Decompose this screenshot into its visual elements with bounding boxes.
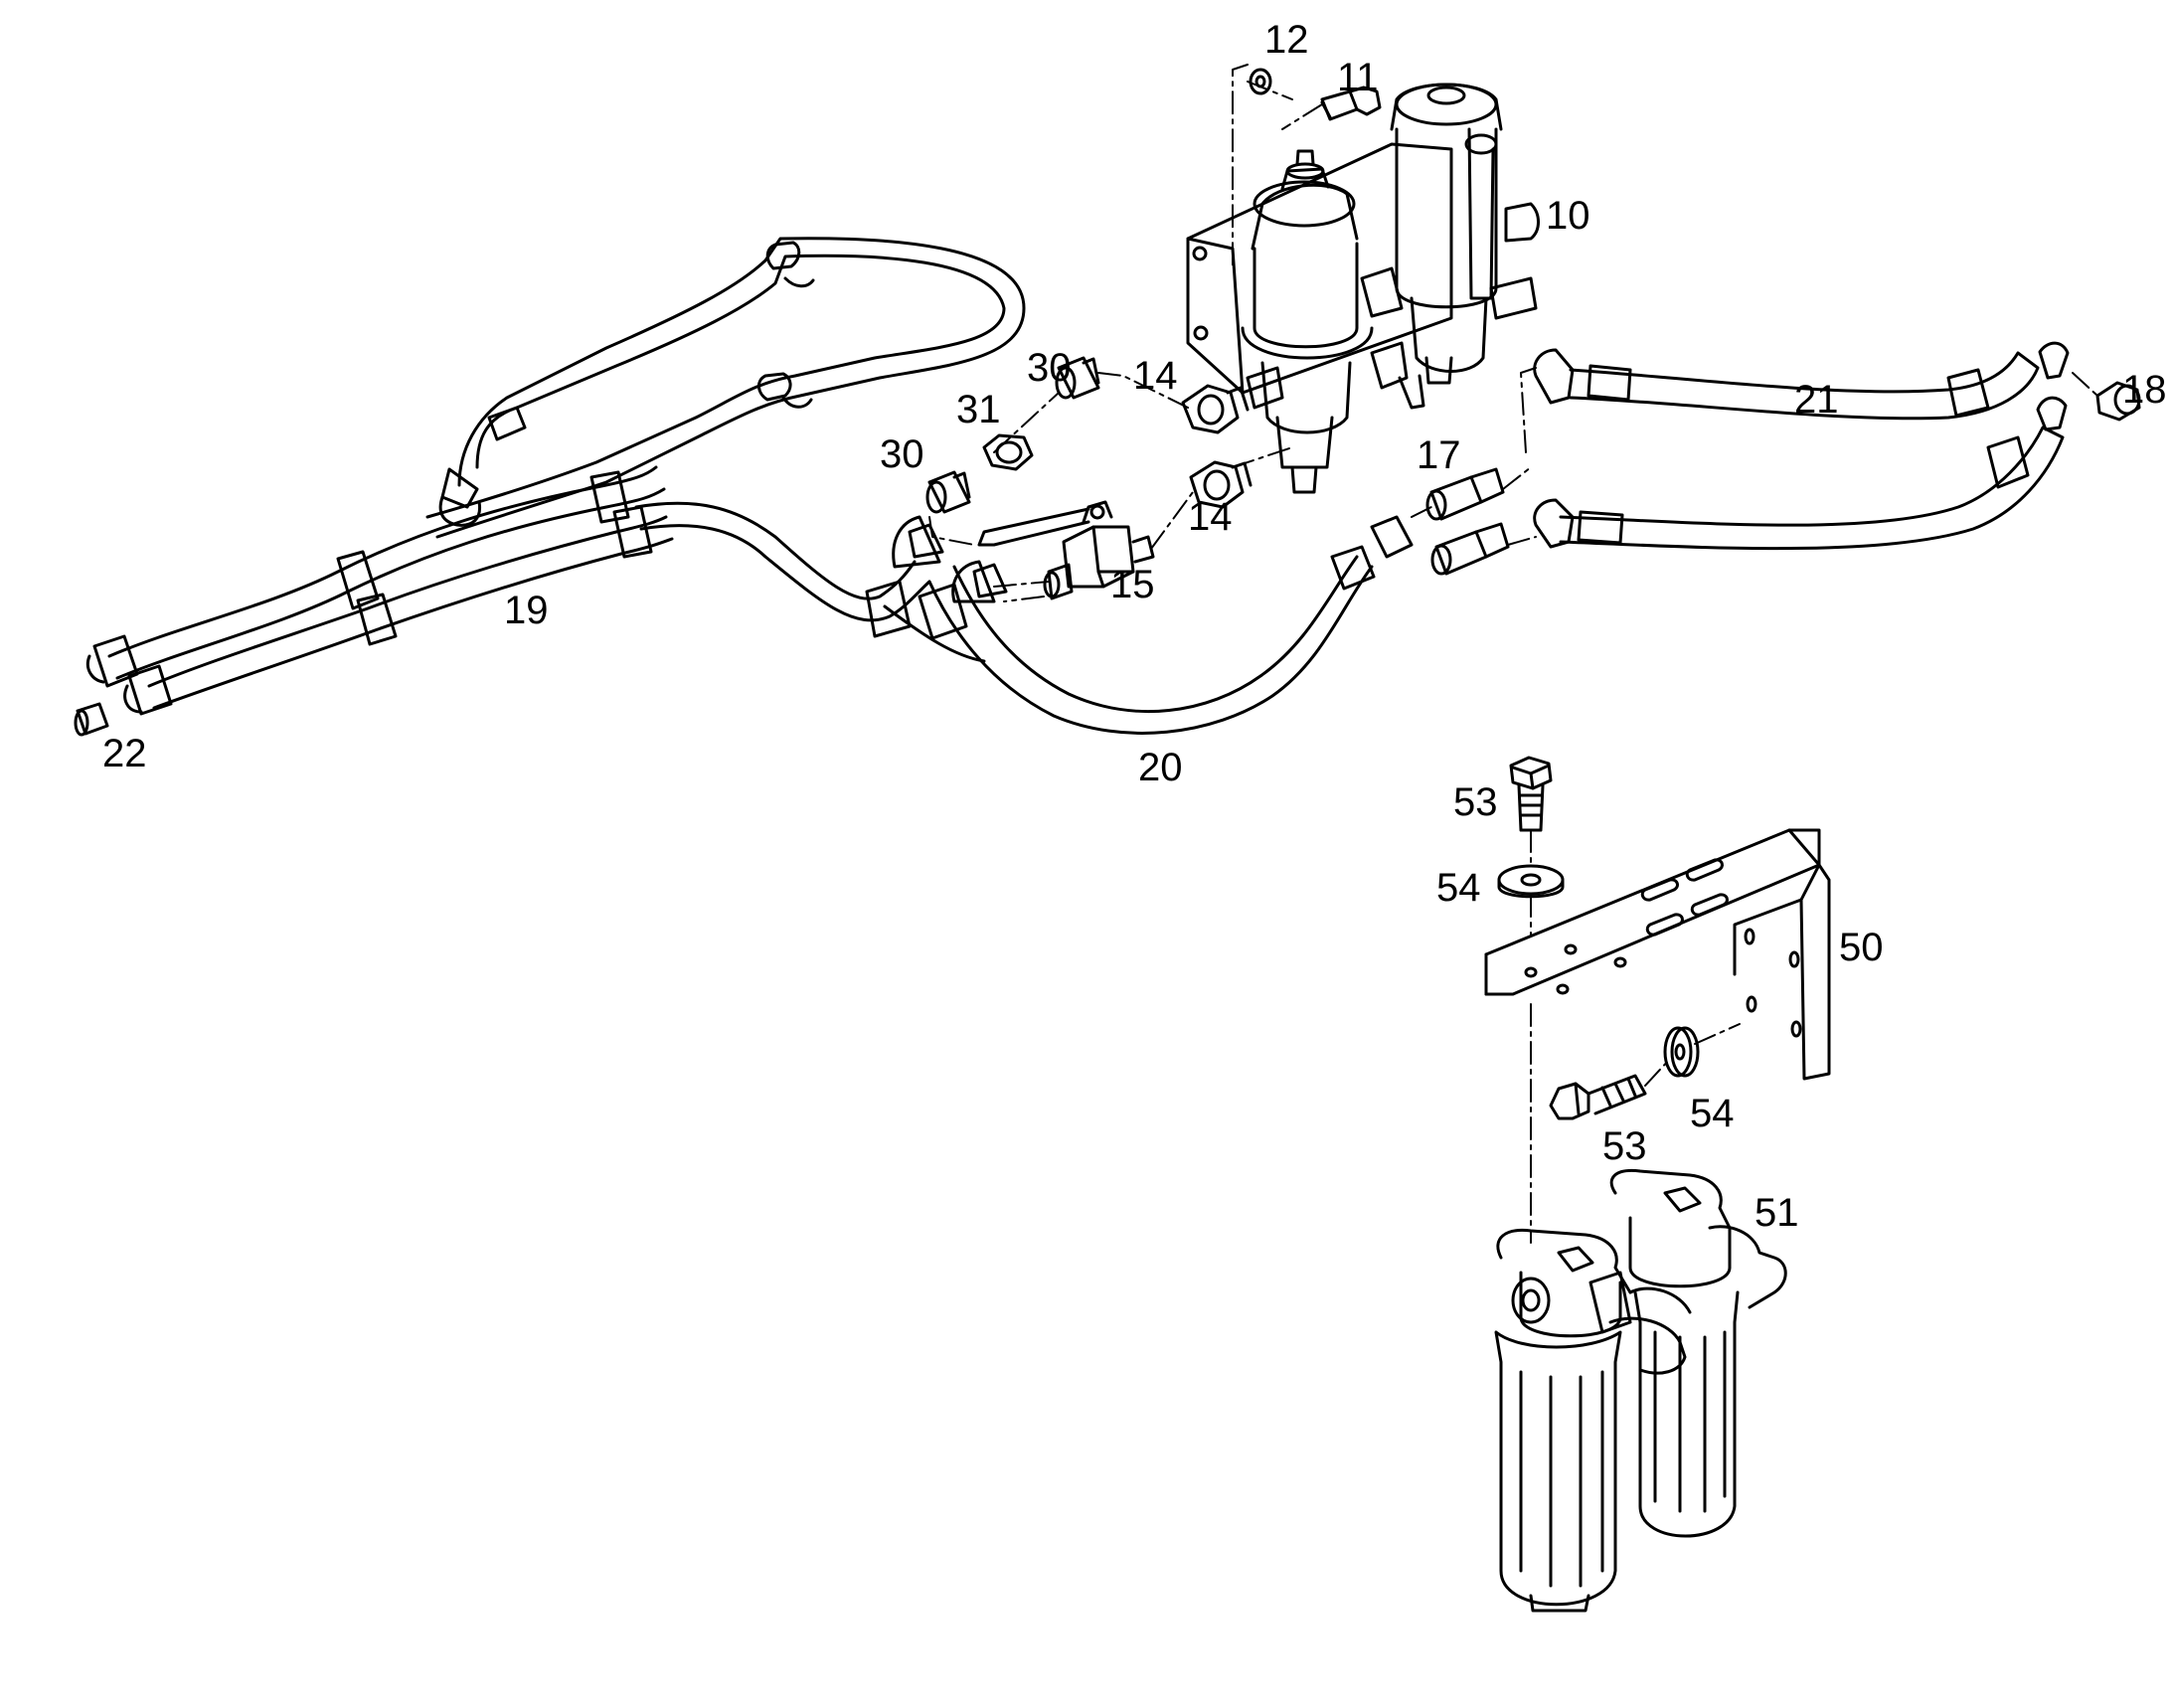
callout-11: 11 (1337, 56, 1379, 99)
hose-19 (74, 237, 1026, 737)
callout-18: 18 (2122, 368, 2167, 412)
callout-50: 50 (1839, 926, 1884, 969)
bolt-11 (1320, 85, 1382, 121)
fittings-17 (1425, 467, 1510, 576)
washer-54-lower (1663, 1026, 1700, 1078)
callout-53-upper: 53 (1453, 780, 1498, 824)
bolt-53-lower (1549, 1074, 1647, 1120)
bracket-50 (1484, 828, 1831, 1081)
hose-20 (634, 501, 1414, 735)
bolt-53-upper (1509, 756, 1553, 832)
callout-15: 15 (1110, 563, 1155, 606)
callout-17: 17 (1417, 433, 1461, 477)
callout-53-lower: 53 (1602, 1124, 1647, 1168)
callout-12: 12 (1264, 18, 1309, 62)
callout-54-lower: 54 (1690, 1092, 1735, 1135)
callout-14-upper: 14 (1133, 354, 1178, 398)
callout-20: 20 (1138, 746, 1183, 789)
hose-21 (1533, 341, 2141, 551)
callout-54-upper: 54 (1436, 866, 1481, 910)
callout-30-lower: 30 (880, 432, 924, 476)
centerlines (928, 64, 2098, 1244)
callout-10: 10 (1546, 194, 1590, 238)
fittings-14 (1181, 384, 1253, 509)
callout-22: 22 (102, 732, 147, 775)
filter-51 (1494, 1168, 1787, 1613)
callout-14-lower: 14 (1188, 495, 1233, 539)
callout-19: 19 (504, 589, 549, 632)
filter-assembly-10 (1186, 83, 1540, 494)
ball-valve-15 (977, 500, 1155, 600)
fittings-30-31 (925, 356, 1100, 514)
callout-21: 21 (1794, 378, 1839, 422)
callout-30-upper: 30 (1027, 346, 1072, 390)
washer-54-upper (1497, 864, 1565, 899)
callout-31: 31 (956, 388, 1001, 431)
callout-51: 51 (1755, 1191, 1799, 1235)
